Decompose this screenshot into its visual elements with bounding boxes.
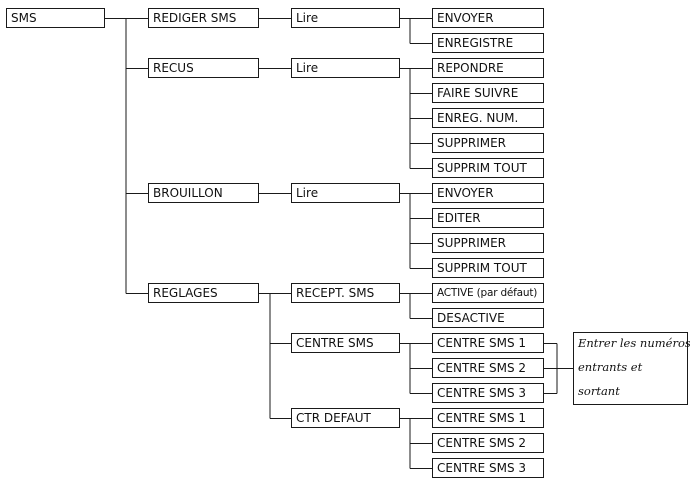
note-line-1: Entrer les numéros	[578, 336, 690, 350]
centre-option-2: CENTRE SMS 2	[432, 358, 544, 378]
recus-action-faire-suivre: FAIRE SUIVRE	[432, 83, 544, 103]
recus-lire: Lire	[291, 58, 400, 78]
ctr-defaut-option-2: CENTRE SMS 2	[432, 433, 544, 453]
reglages-centre-sms: CENTRE SMS	[291, 333, 400, 353]
recus-action-supprim-tout: SUPPRIM TOUT	[432, 158, 544, 178]
centre-option-1: CENTRE SMS 1	[432, 333, 544, 353]
root-sms-box: SMS	[6, 8, 105, 28]
reglages-ctr-defaut: CTR DEFAUT	[291, 408, 400, 428]
rediger-action-enregistre: ENREGISTRE	[432, 33, 544, 53]
menu-rediger-sms: REDIGER SMS	[148, 8, 259, 28]
menu-recus: RECUS	[148, 58, 259, 78]
note-line-2: entrants et	[578, 360, 643, 374]
menu-brouillon: BROUILLON	[148, 183, 259, 203]
recus-action-repondre: REPONDRE	[432, 58, 544, 78]
brouillon-action-supprim-tout: SUPPRIM TOUT	[432, 258, 544, 278]
note-line-3: sortant	[578, 384, 620, 398]
centre-option-3: CENTRE SMS 3	[432, 383, 544, 403]
recus-action-enreg-num: ENREG. NUM.	[432, 108, 544, 128]
rediger-action-envoyer: ENVOYER	[432, 8, 544, 28]
recus-action-supprimer: SUPPRIMER	[432, 133, 544, 153]
rediger-lire: Lire	[291, 8, 400, 28]
brouillon-action-editer: EDITER	[432, 208, 544, 228]
ctr-defaut-option-1: CENTRE SMS 1	[432, 408, 544, 428]
ctr-defaut-option-3: CENTRE SMS 3	[432, 458, 544, 478]
note-box: Entrer les numéros entrants et sortant	[573, 332, 690, 405]
brouillon-action-supprimer: SUPPRIMER	[432, 233, 544, 253]
menu-reglages: REGLAGES	[148, 283, 259, 303]
brouillon-lire: Lire	[291, 183, 400, 203]
recept-option-active: ACTIVE (par défaut)	[432, 283, 544, 303]
recept-option-desactive: DESACTIVE	[432, 308, 544, 328]
brouillon-action-envoyer: ENVOYER	[432, 183, 544, 203]
reglages-recept-sms: RECEPT. SMS	[291, 283, 400, 303]
